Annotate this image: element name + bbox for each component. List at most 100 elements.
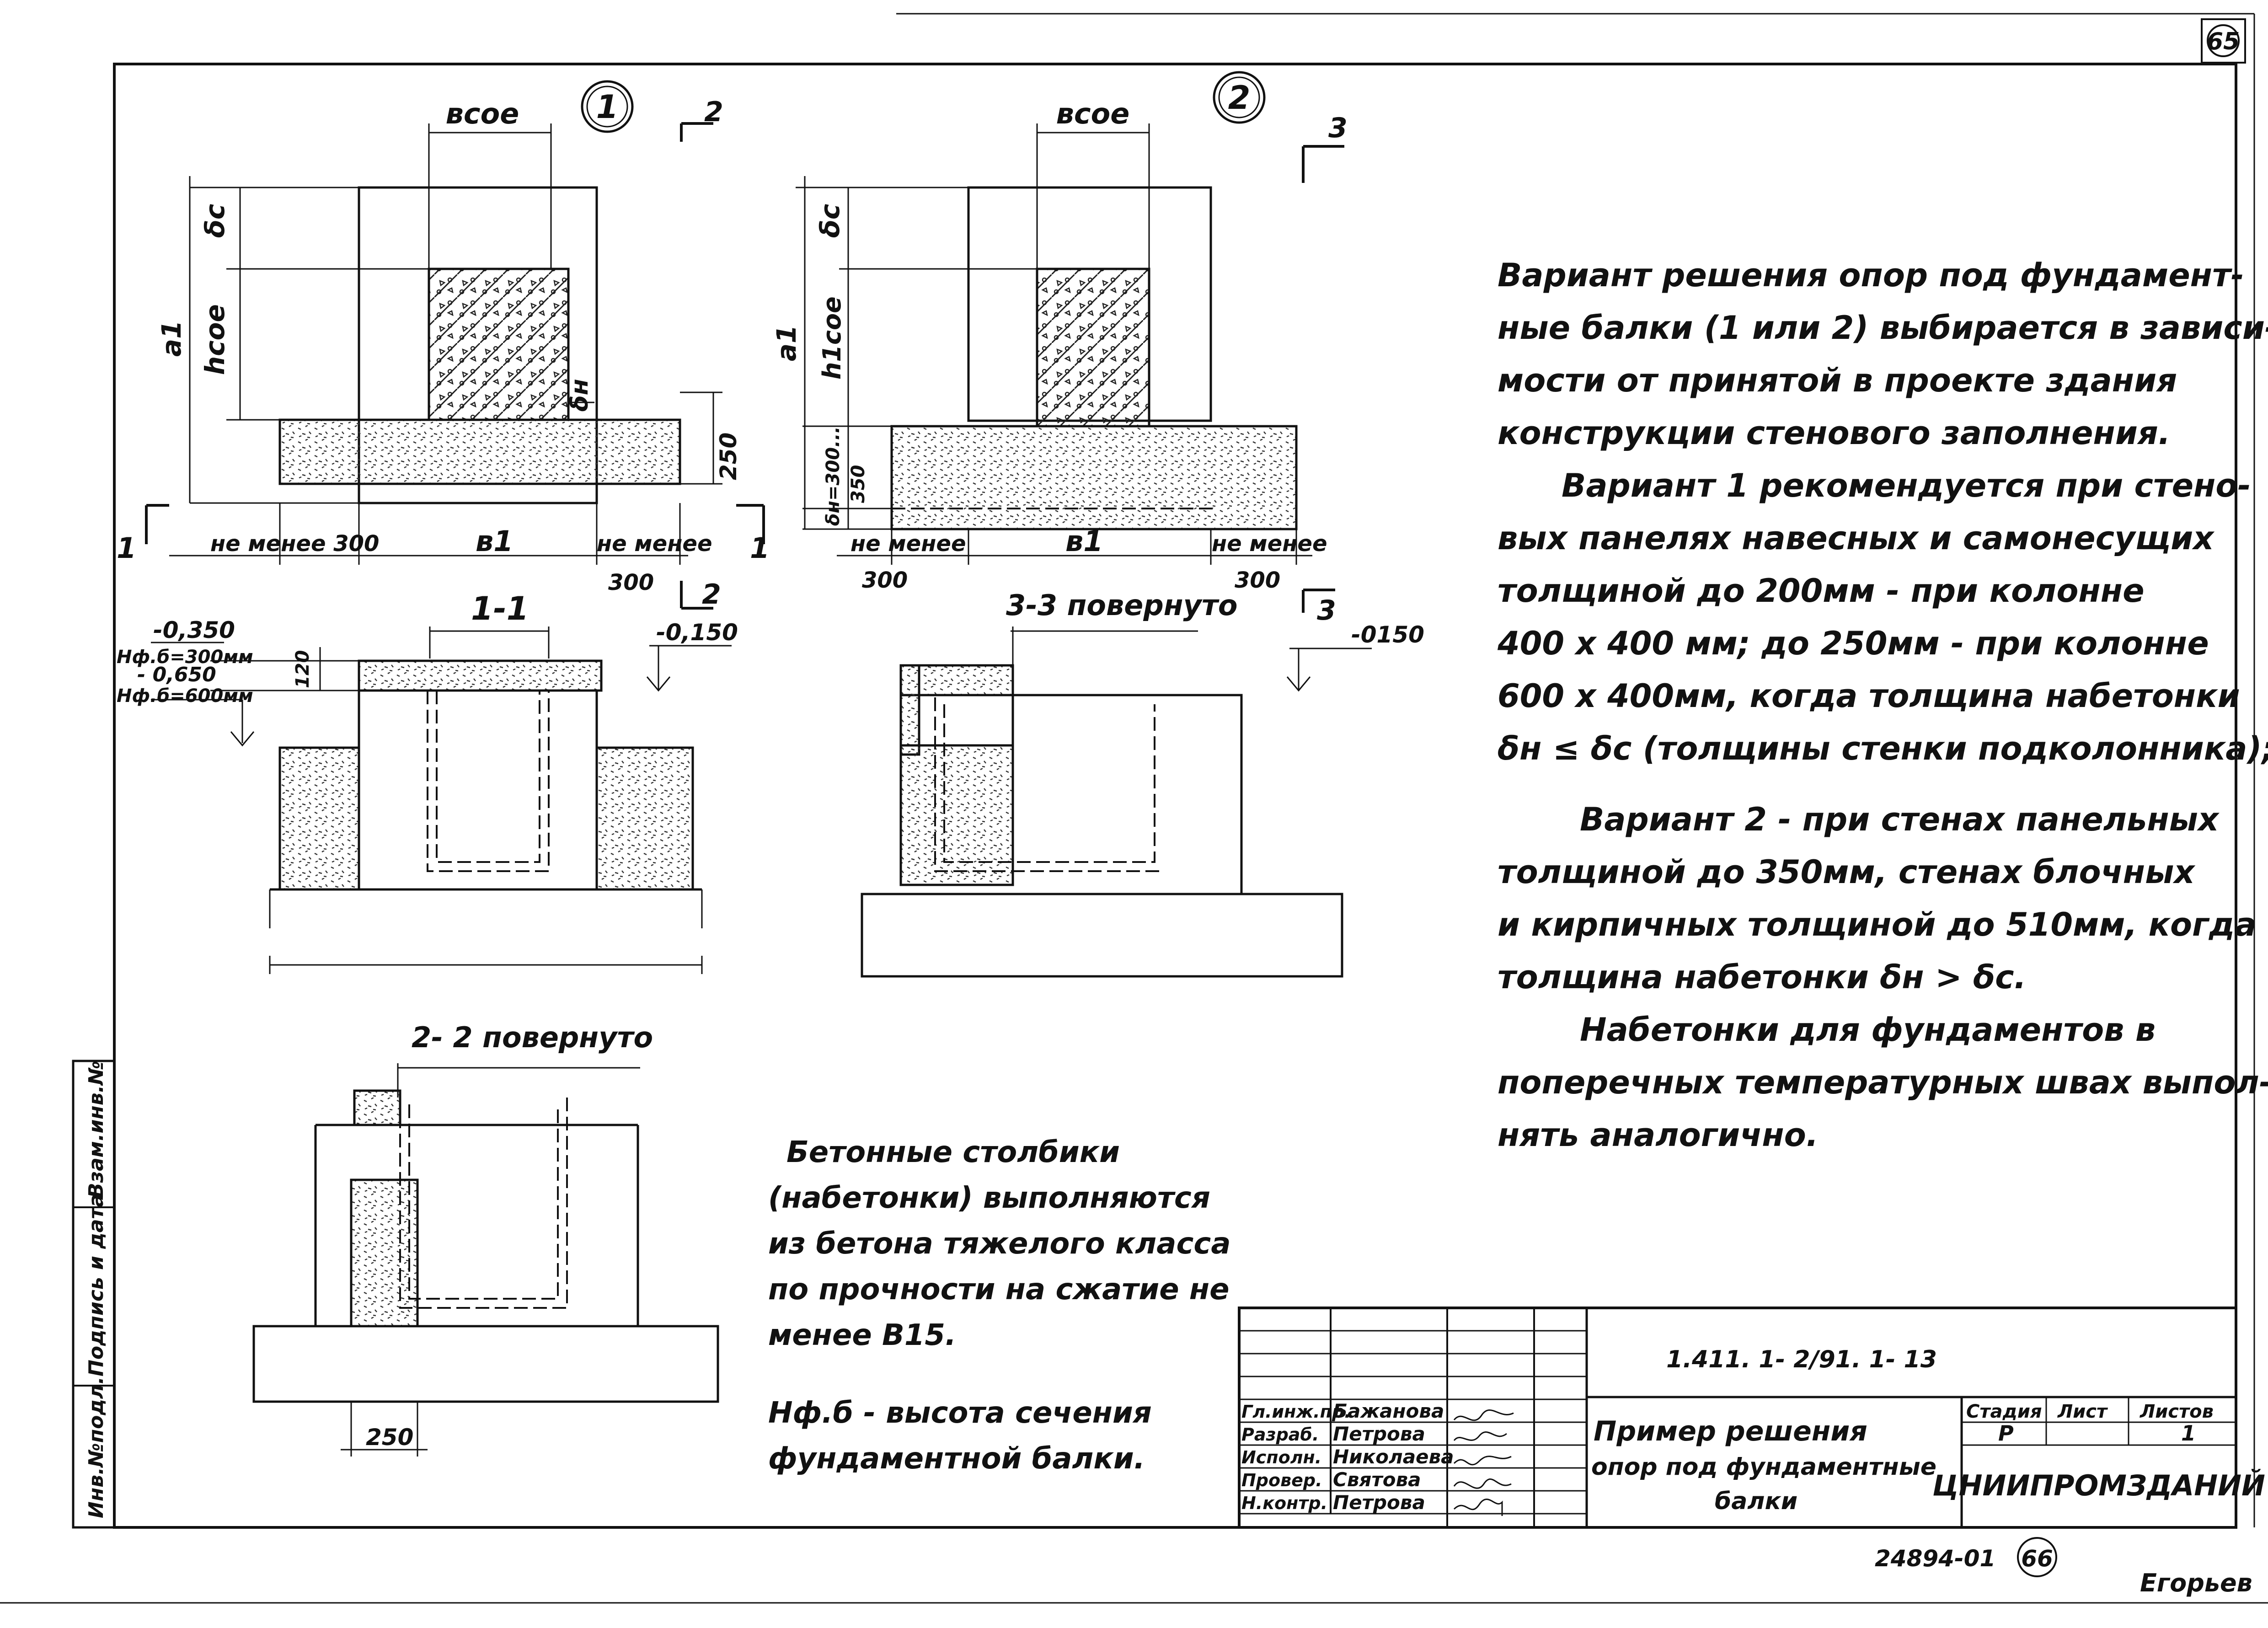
- d1-vcoe-label: вcoe: [446, 97, 519, 130]
- d1-dc-label: δc: [199, 204, 230, 238]
- section-1-1-labels: 1-1 -0,350 Hф.б=300мм - 0,650 Hф.б=600мм…: [117, 590, 738, 707]
- d2-h1coe-label: h1coe: [818, 296, 846, 380]
- tb-code: 1.411. 1- 2/91. 1- 13: [1666, 1346, 1937, 1373]
- note-line: толщина набетонки δн > δc.: [1498, 959, 2027, 996]
- sec11-lvl-0150: -0,150: [656, 619, 738, 646]
- note-line: Набетонки для фундаментов в: [1580, 1011, 2156, 1049]
- d1-not-less: не менее: [597, 531, 712, 557]
- tb-sheets: 1: [2181, 1421, 2196, 1446]
- sec33-title: 3-3 повернуто: [1006, 589, 1237, 622]
- note-line: фундаментной балки.: [768, 1442, 1145, 1476]
- d1-a1-label: a1: [156, 321, 187, 357]
- tb-name-0: Бажанова: [1333, 1400, 1444, 1422]
- title-block: [1238, 1307, 2237, 1529]
- tb-org: ЦНИИПРОМЗДАНИЙ: [1932, 1469, 2265, 1502]
- archive-stamp: 24894-01 66 Егорьев: [1875, 1537, 2252, 1597]
- note-line: и кирпичных толщиной до 510мм, когда: [1498, 906, 2257, 943]
- d1-cut1-right: 1: [750, 531, 770, 565]
- note-line: мости от принятой в проекте здания: [1498, 362, 2177, 399]
- note-line: Бетонные столбики: [786, 1135, 1120, 1169]
- d2-300-left: 300: [862, 568, 908, 593]
- page-number-bottom: 66: [2021, 1545, 2053, 1572]
- hfb-note: Hф.б - высота сечения фундаментной балки…: [768, 1390, 1152, 1482]
- concrete-note: Бетонные столбики (набетонки) выполняютс…: [768, 1130, 1231, 1358]
- sec11-120: 120: [292, 650, 313, 689]
- section-1-1: [151, 627, 732, 974]
- tb-role-4: Н.контр.: [1241, 1493, 1327, 1513]
- note-line: Вариант решения опор под фундамент-: [1498, 257, 2244, 294]
- d1-hcoe-label: hcoe: [199, 304, 230, 375]
- detail-2-plan: [796, 71, 1344, 613]
- section-3-3: [861, 627, 1372, 978]
- tb-sheets-h: Листов: [2140, 1401, 2214, 1422]
- tb-role-0: Гл.инж.пр.: [1241, 1402, 1351, 1422]
- main-note: Вариант решения опор под фундамент- ные …: [1498, 249, 2268, 1162]
- tb-title-1: Пример решения: [1594, 1415, 1867, 1447]
- detail-1-number: 1: [596, 88, 619, 126]
- note-line: по прочности на сжатие не: [768, 1273, 1230, 1307]
- d2-dc-label: δc: [814, 204, 845, 238]
- sec22-title: 2- 2 повернуто: [412, 1021, 653, 1054]
- d1-300: 300: [608, 570, 654, 595]
- d1-b1-label: в1: [476, 525, 513, 558]
- d2-350-label: 350: [848, 465, 869, 503]
- detail-1-labels: 1 вcoe δc a1 hcoe δн 250 2 1 1 2 не мене…: [117, 88, 770, 610]
- note-line: поперечных температурных швах выпол-: [1498, 1064, 2268, 1101]
- section-3-3-labels: 3-3 повернуто -0150: [1006, 589, 1424, 648]
- d1-250-label: 250: [715, 433, 742, 480]
- tb-sheet-h: Лист: [2057, 1401, 2108, 1422]
- tb-role-2: Исполн.: [1241, 1447, 1321, 1467]
- d2-b1-label: в1: [1065, 525, 1103, 558]
- note-line: Вариант 2 - при стенах панельных: [1580, 801, 2219, 838]
- sec22-250: 250: [366, 1424, 413, 1451]
- sec11-lvl-0650: - 0,650: [137, 663, 216, 686]
- sec11-hf600: Hф.б=600мм: [117, 685, 253, 707]
- note-line: δн ≤ δc (толщины стенки подколонника);: [1498, 730, 2268, 767]
- d1-dn-label: δн: [566, 379, 594, 412]
- tb-role-1: Разраб.: [1241, 1424, 1319, 1445]
- tb-role-3: Провер.: [1241, 1470, 1322, 1490]
- note-line: толщиной до 200мм - при колонне: [1498, 572, 2145, 610]
- d2-not-less-right: не менее: [1212, 531, 1327, 557]
- d2-a1-label: a1: [771, 325, 802, 362]
- title-block-text: 1.411. 1- 2/91. 1- 13 Пример решения опо…: [1241, 1346, 2265, 1515]
- tb-title-2: опор под фундаментные: [1591, 1453, 1936, 1481]
- sec11-title: 1-1: [471, 590, 529, 627]
- note-line: (набетонки) выполняются: [768, 1181, 1210, 1215]
- sec11-hf300: Hф.б=300мм: [117, 647, 253, 668]
- note-line: ные балки (1 или 2) выбирается в зависи-: [1498, 309, 2268, 347]
- d2-vcoe-label: вcoe: [1056, 97, 1130, 130]
- d2-cut3-bottom: 3: [1317, 594, 1336, 627]
- sheet-frame: [0, 13, 2268, 1604]
- note-line: 600 x 400мм, когда толщина набетонки: [1498, 677, 2240, 715]
- d2-cut3-top: 3: [1328, 112, 1348, 144]
- note-line: толщиной до 350мм, стенах блочных: [1498, 853, 2195, 891]
- detail-2-labels: 2 вcoe δc a1 h1coe δн=300... 350 3 3 не …: [771, 79, 1348, 627]
- d1-cut2-top: 2: [704, 96, 723, 128]
- note-line: 400 x 400 мм; до 250мм - при колонне: [1498, 625, 2209, 662]
- d2-300-right: 300: [1235, 568, 1280, 593]
- side-stamp: Инв.№подл. Подпись и дата Взам.инв.№: [85, 1061, 108, 1518]
- tb-title-3: балки: [1715, 1488, 1797, 1515]
- d1-not-less-300: не менее 300: [210, 531, 379, 557]
- section-2-2-labels: 2- 2 повернуто 250: [366, 1021, 653, 1451]
- page-number: 65: [2207, 28, 2240, 55]
- tb-stage-h: Стадия: [1966, 1401, 2042, 1422]
- page-number-circle: [2207, 24, 2240, 57]
- sec33-lvl-0150: -0150: [1351, 621, 1424, 648]
- stamp-sign-label: Подпись и дата: [85, 1194, 108, 1376]
- d1-cut2-bottom: 2: [702, 578, 721, 610]
- detail-2-number: 2: [1228, 79, 1251, 117]
- note-line: Hф.б - высота сечения: [768, 1396, 1152, 1430]
- note-line: из бетона тяжелого класса: [768, 1227, 1231, 1261]
- tb-name-2: Николаева: [1333, 1446, 1454, 1468]
- note-line: конструкции стенового заполнения.: [1498, 414, 2171, 452]
- d2-not-less-left: не менее: [850, 531, 966, 557]
- section-2-2: [252, 1063, 719, 1457]
- note-line: нять аналогично.: [1498, 1116, 1819, 1154]
- tb-name-3: Святова: [1333, 1468, 1421, 1491]
- note-line: Вариант 1 рекомендуется при стено-: [1562, 467, 2251, 504]
- detail-1-plan: [145, 80, 765, 610]
- stamp-vzam-label: Взам.инв.№: [85, 1061, 108, 1198]
- stamp-inv-label: Инв.№подл.: [85, 1376, 108, 1518]
